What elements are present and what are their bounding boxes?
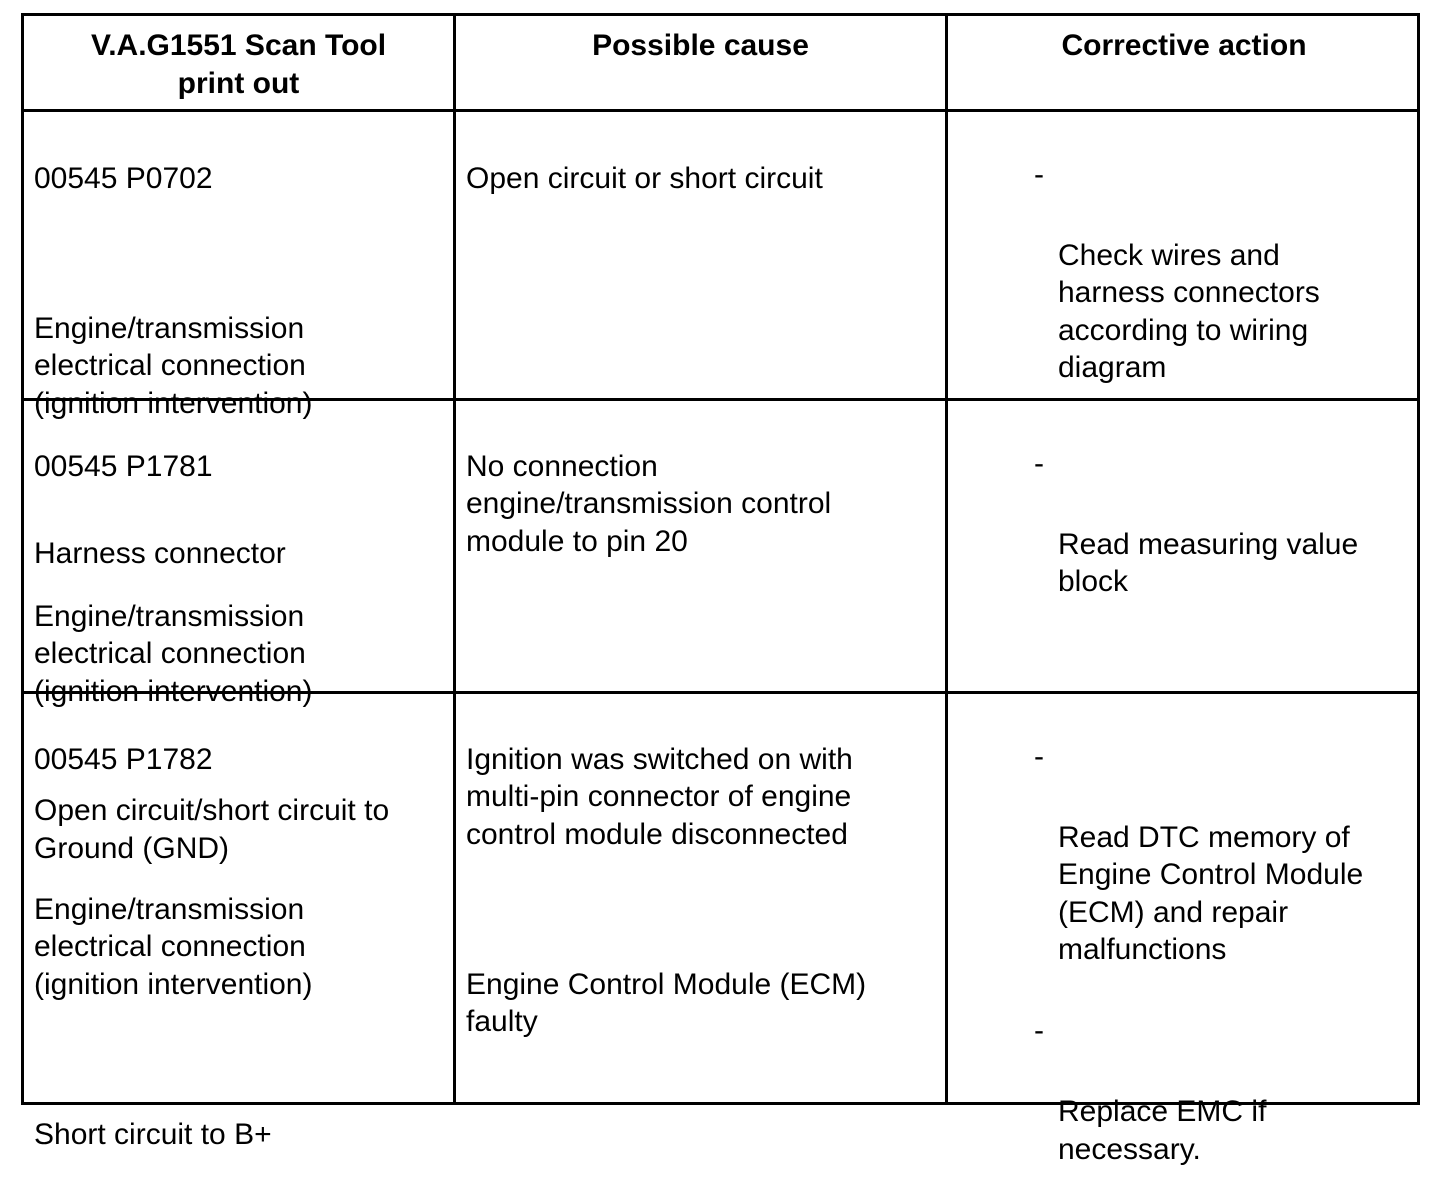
row2-actions: - Read measuring value block [1034, 413, 1418, 638]
dash-bullet-icon: - [1034, 739, 1044, 773]
row3-printout: 00545 P1782 Engine/transmission electric… [34, 703, 449, 1191]
row2-cause: No connection engine/transmission contro… [466, 410, 941, 598]
dtc-table: V.A.G1551 Scan Tool print out Possible c… [21, 13, 1420, 1166]
row1-detail: Harness connector [34, 536, 286, 570]
row1-description: Engine/transmission electrical connectio… [34, 311, 313, 420]
row-divider-2 [24, 691, 1417, 694]
row1-actions: - Check wires and harness connectors acc… [1034, 124, 1418, 424]
row3-cause: Ignition was switched on with multi-pin … [466, 703, 941, 1078]
header-corrective-action: Corrective action [1061, 29, 1307, 62]
row3-cause-text-1: Ignition was switched on with multi-pin … [466, 742, 853, 851]
row1-cause: Open circuit or short circuit [466, 122, 941, 235]
row3-actions: - Read DTC memory of Engine Control Modu… [1034, 706, 1418, 1166]
row2-printout: 00545 P1781 Engine/transmission electric… [34, 410, 449, 905]
row1-code: 00545 P0702 [34, 161, 213, 195]
row2-detail: Open circuit/short circuit to Ground (GN… [34, 794, 390, 865]
row1-cause-text: Open circuit or short circuit [466, 161, 823, 195]
row-divider-1 [24, 398, 1417, 401]
row3-cause-text-2: Engine Control Module (ECM) faulty [466, 967, 867, 1039]
dash-bullet-icon: - [1034, 446, 1044, 480]
row3-detail: Short circuit to B+ [34, 1117, 272, 1151]
row1-printout: 00545 P0702 Engine/transmission electric… [34, 122, 449, 610]
row2-description: Engine/transmission electrical connectio… [34, 599, 313, 708]
column-divider-2 [945, 16, 948, 1102]
row3-description: Engine/transmission electrical connectio… [34, 892, 313, 1001]
column-divider-1 [453, 16, 456, 1102]
header-possible-cause: Possible cause [592, 29, 809, 62]
header-printout: V.A.G1551 Scan Tool print out [90, 29, 387, 100]
row3-action-item-2: - Replace EMC if necessary. [1034, 1014, 1267, 1166]
dash-bullet-icon: - [1034, 157, 1044, 191]
dash-bullet-icon: - [1034, 1014, 1044, 1047]
row2-code: 00545 P1781 [34, 449, 213, 483]
row3-code: 00545 P1782 [34, 742, 213, 776]
row2-cause-text: No connection engine/transmission contro… [466, 449, 832, 558]
row3-action-item-1: - Read DTC memory of Engine Control Modu… [1034, 739, 1364, 967]
row-divider-header [24, 109, 1417, 112]
row2-action-item: - Read measuring value block [1034, 446, 1359, 599]
row1-action-item: - Check wires and harness connectors acc… [1034, 157, 1320, 385]
